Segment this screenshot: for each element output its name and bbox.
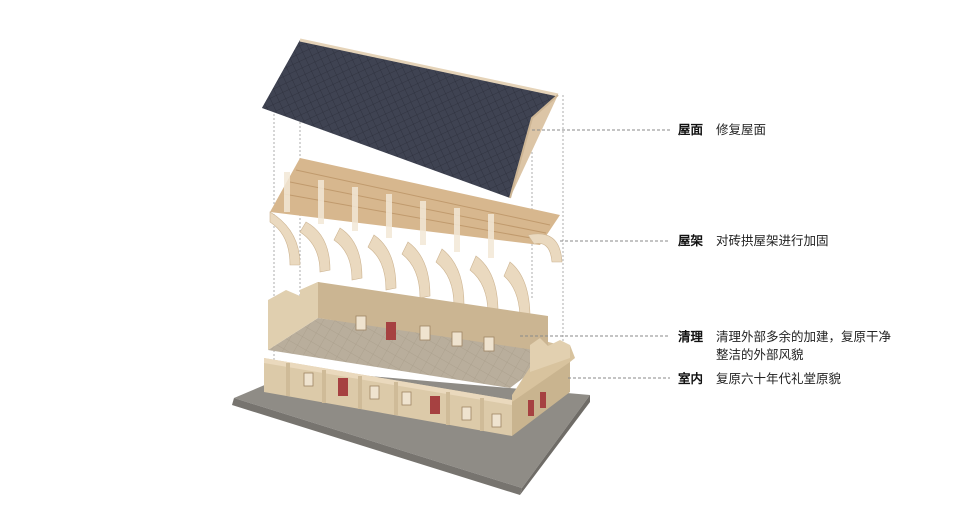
clean-description-line-2: 整洁的外部风貌 (716, 346, 804, 363)
clean-label: 清理 (678, 328, 703, 345)
interior-label: 室内 (678, 370, 703, 387)
interior-description: 复原六十年代礼堂原貌 (716, 370, 841, 387)
front-door (338, 378, 348, 396)
truss-label: 屋架 (678, 232, 703, 249)
roof-label: 屋面 (678, 121, 703, 138)
side-door (430, 396, 440, 414)
roof-description: 修复屋面 (716, 121, 766, 138)
clean-description-line-1: 清理外部多余的加建，复原干净 (716, 328, 891, 345)
back-door (386, 322, 396, 340)
truss-description: 对砖拱屋架进行加固 (716, 232, 829, 249)
